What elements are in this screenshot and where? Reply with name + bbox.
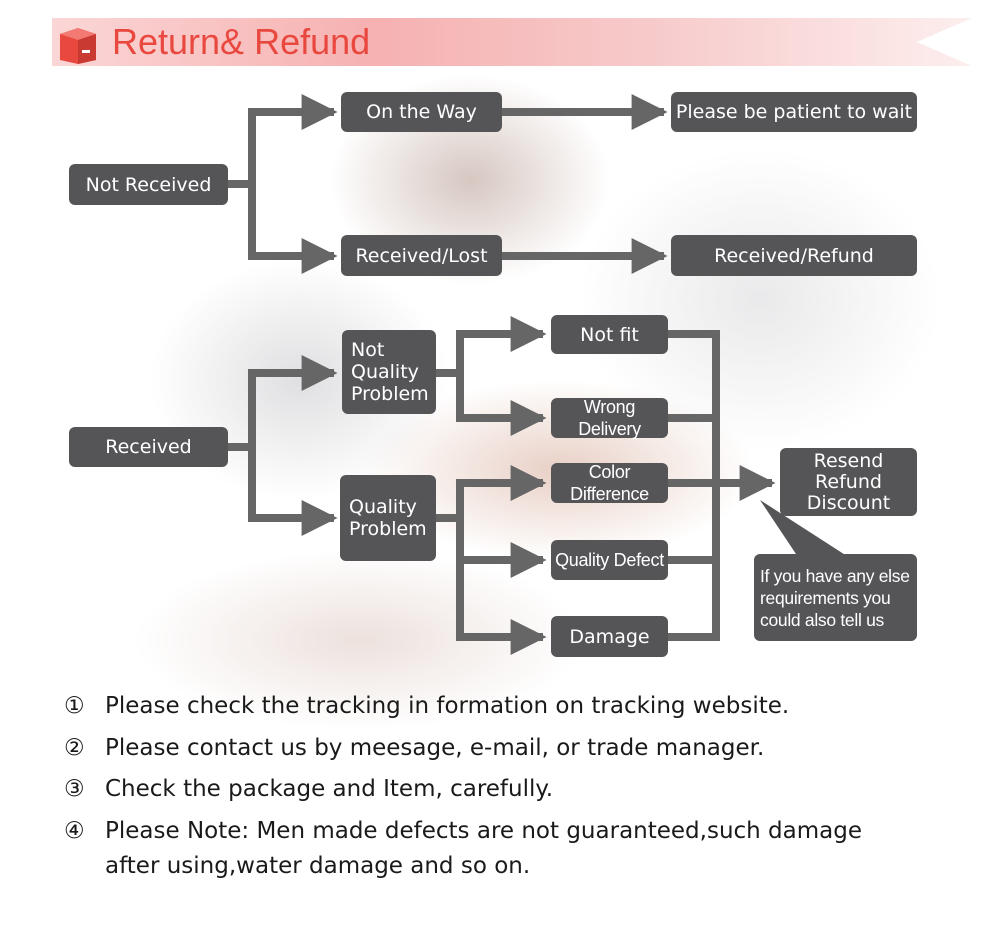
on-the-way-box: On the Way bbox=[341, 92, 502, 132]
color-difference-box: Color Difference bbox=[551, 462, 668, 504]
title-banner bbox=[52, 18, 972, 66]
note-4-continued: after using,water damage and so on. bbox=[105, 853, 531, 879]
package-icon bbox=[60, 28, 96, 64]
received-box: Received bbox=[69, 427, 228, 467]
received-lost-box: Received/Lost bbox=[341, 235, 502, 276]
quality-problem-box: Quality Problem bbox=[340, 475, 436, 561]
note-number-2: ② bbox=[64, 735, 85, 761]
not-quality-problem-box: Not Quality Problem bbox=[342, 330, 436, 414]
wrong-delivery-box: Wrong Delivery bbox=[551, 397, 668, 439]
quality-defect-box: Quality Defect bbox=[551, 540, 668, 580]
note-4: Please Note: Men made defects are not gu… bbox=[105, 818, 863, 844]
received-refund-box: Received/Refund bbox=[671, 235, 917, 276]
note-number-3: ③ bbox=[64, 776, 85, 802]
else-requirements-callout: If you have any else requirements you co… bbox=[754, 554, 917, 641]
resend-refund-discount-box: Resend Refund Discount bbox=[780, 448, 917, 516]
not-fit-box: Not fit bbox=[551, 315, 668, 354]
note-number-4: ④ bbox=[64, 818, 85, 844]
please-wait-box: Please be patient to wait bbox=[671, 92, 917, 132]
page-title: Return& Refund bbox=[112, 21, 371, 62]
note-number-1: ① bbox=[64, 693, 85, 719]
damage-box: Damage bbox=[551, 616, 668, 657]
note-3: Check the package and Item, carefully. bbox=[105, 776, 554, 802]
note-1: Please check the tracking in formation o… bbox=[105, 693, 790, 719]
note-2: Please contact us by meesage, e-mail, or… bbox=[105, 735, 765, 761]
not-received-box: Not Received bbox=[69, 164, 228, 205]
